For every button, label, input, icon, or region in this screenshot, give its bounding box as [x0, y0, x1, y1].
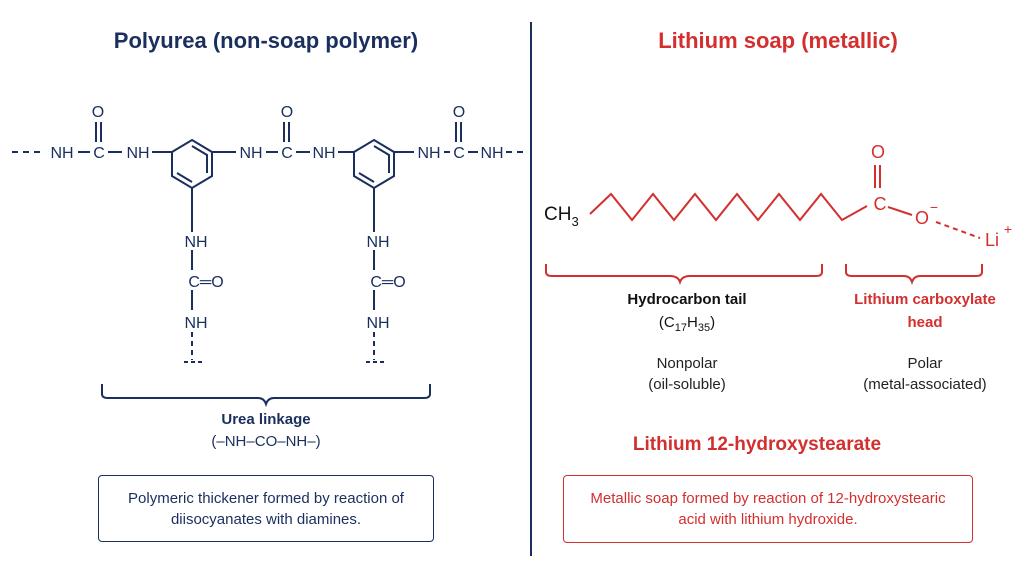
- atom-o-1: O: [92, 104, 104, 121]
- atom-nh-1: NH: [50, 145, 73, 162]
- atom-o-3: O: [453, 104, 465, 121]
- plus-charge: +: [1004, 221, 1012, 237]
- atom-nh-p2b: NH: [366, 315, 389, 332]
- atom-co-p2: C═O: [370, 274, 405, 291]
- compound-name: Lithium 12-hydroxystearate: [632, 434, 882, 455]
- polyurea-description: Polymeric thickener formed by reaction o…: [128, 489, 404, 528]
- tail-bracket: [545, 264, 823, 286]
- head-desc-metal: (metal-associated): [863, 376, 987, 393]
- polyurea-description-box: Polymeric thickener formed by reaction o…: [98, 475, 434, 542]
- atom-nh-4: NH: [312, 145, 335, 162]
- atom-nh-2: NH: [126, 145, 149, 162]
- tail-desc-oil-soluble: (oil-soluble): [648, 376, 726, 393]
- head-label-1: Lithium carboxylate: [854, 291, 996, 308]
- atom-nh-6: NH: [480, 145, 503, 162]
- atom-c-2: C: [281, 145, 293, 162]
- head-bracket: [845, 264, 983, 286]
- lithium-soap-title: Lithium soap (metallic): [658, 28, 898, 53]
- urea-bracket: [101, 384, 431, 408]
- tail-desc-nonpolar: Nonpolar: [656, 355, 718, 372]
- lithium-soap-description-box: Metallic soap formed by reaction of 12-h…: [563, 475, 973, 543]
- lithium-soap-structure: CH3 O C O − Li +: [544, 142, 1012, 286]
- atom-nh-3: NH: [239, 145, 262, 162]
- lithium-ion: Li: [985, 230, 999, 250]
- urea-linkage-label: Urea linkage: [221, 411, 311, 428]
- atom-c-3: C: [453, 145, 465, 162]
- atom-co-p1: C═O: [188, 274, 223, 291]
- anion-o: O: [915, 208, 929, 228]
- head-desc-polar: Polar: [907, 355, 943, 372]
- ch3-group: CH3: [544, 204, 579, 229]
- minus-charge: −: [930, 199, 938, 215]
- atom-nh-p1b: NH: [184, 315, 207, 332]
- tail-formula: (C17H35): [658, 314, 716, 334]
- head-label-2: head: [907, 314, 943, 331]
- hydrocarbon-chain: [589, 192, 868, 222]
- tail-label: Hydrocarbon tail: [627, 291, 747, 308]
- lithium-soap-description: Metallic soap formed by reaction of 12-h…: [590, 490, 946, 528]
- atom-nh-p2a: NH: [366, 234, 389, 251]
- atom-nh-5: NH: [417, 145, 440, 162]
- polyurea-title: Polyurea (non-soap polymer): [113, 28, 419, 53]
- polyurea-structure: O NH C NH NH O C NH NH O C NH NH C═O NH …: [12, 104, 524, 408]
- urea-linkage-formula: (–NH–CO–NH–): [211, 433, 321, 450]
- carbonyl-o: O: [871, 142, 885, 162]
- atom-o-2: O: [281, 104, 293, 121]
- atom-c-1: C: [93, 145, 105, 162]
- center-divider: [530, 22, 532, 556]
- carboxyl-c: C: [874, 194, 887, 214]
- atom-nh-p1a: NH: [184, 234, 207, 251]
